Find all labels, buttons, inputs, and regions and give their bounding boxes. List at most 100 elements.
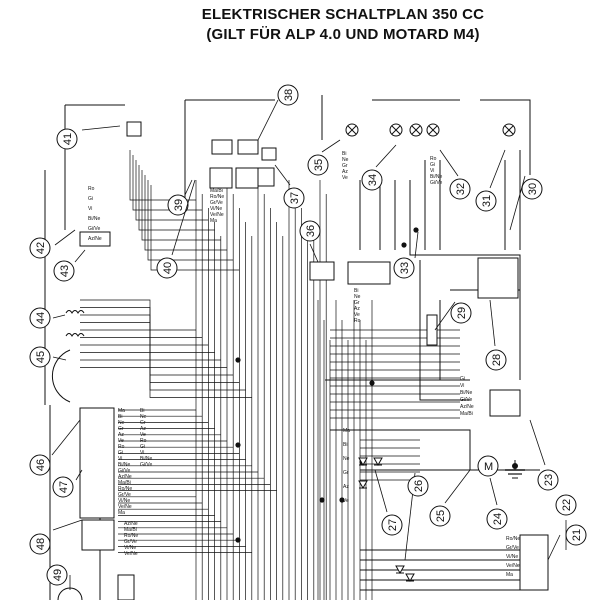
wire-color-label: Ne [118,420,125,426]
wire-color-label: Ve [343,498,349,504]
callout-leader [274,164,291,186]
callout-leader [52,314,66,319]
fuse-box [126,121,142,137]
connector-block [79,231,111,247]
wire-color-label: Gi [460,376,465,382]
callout-number: 49 [52,569,64,581]
wire-color-label: Gi [430,162,435,168]
callout-leader [52,519,83,531]
callout-number: 35 [313,159,325,171]
wire-color-label: Ma/Bi [124,527,137,533]
wire-color-label: Ve/Ne [506,563,520,569]
wire-color-label: Ve/Ne [210,212,224,218]
wire-color-label: Vi [88,206,92,212]
callout-circle [381,514,403,536]
wire-color-label: Az [342,169,348,175]
wire-color-label: Ve/Ne [124,551,138,557]
wire-color-label: Ro [118,444,125,450]
wire-color-label: Ma/Bi [118,480,131,486]
connector-block [257,167,275,187]
wire-color-label: Az/Ne [124,521,138,527]
callout-circle [429,505,451,527]
callout-leader [52,356,67,361]
wire-color-label: Ve/Ne [118,504,132,510]
wire-color-label: Gi/Ve [430,180,442,186]
callout-leader [489,299,496,347]
callout-leader [75,469,83,481]
callout-circle [299,220,321,242]
wire-color-label: Vi/Ne [506,554,518,560]
branch-wire [150,185,240,271]
callout-number: 36 [305,225,317,237]
wire-color-label: Ne [342,157,349,163]
callout-leader [529,419,546,466]
wire-color-label: Gi [88,196,93,202]
wire-color-label: Gr/Ve [210,200,223,206]
callout-leader [375,144,397,168]
wire-color-label: Bi [343,442,347,448]
callout-circle [486,508,508,530]
callout-leader [171,179,196,256]
wire-color-label: Az/Ne [460,404,474,410]
callout-leader [414,231,419,259]
callout-leader [309,243,319,263]
wire-color-label: Az [354,306,360,312]
diode [358,457,368,467]
wire-color-label: Gr [342,163,348,169]
callout-number: 21 [571,529,583,541]
callout-number: 37 [289,192,301,204]
component-layer: M [51,121,549,600]
callout-circle [450,302,472,324]
wire-color-label: Bi/Ne [140,456,152,462]
callout-circle [29,237,51,259]
wire-color-label: Ro [140,438,147,444]
wire-color-label: Bi/Ne [118,462,130,468]
junction-dot [369,380,375,386]
wire-color-label: Az [118,432,124,438]
branch-wire [135,160,209,221]
branch-wire [480,99,531,175]
junction-dot [235,442,241,448]
wire-color-label: Ve [354,312,360,318]
callout-circle [361,169,383,191]
starter-motor-label: M [484,461,493,473]
callout-number: 24 [492,513,504,525]
callout-circle [537,469,559,491]
callout-circle [555,494,577,516]
callout-number: 29 [456,307,468,319]
callout-circle [156,257,178,279]
connector-block [117,574,135,600]
fuse-element [426,314,438,346]
callout-number: 40 [162,262,174,274]
wire-color-label: Ma [210,218,217,224]
wire-color-label: Az [140,426,146,432]
wire-color-label: Ro [430,156,437,162]
callout-circle [521,178,543,200]
callout-number: 22 [561,499,573,511]
wire-color-label: Ma/Bi [210,188,223,194]
junction-dot [339,497,345,503]
wire-color-label: Ro/Ne [118,486,132,492]
callout-number: 41 [62,133,74,145]
diode [358,480,368,490]
callout-number: 47 [58,481,70,493]
wire-color-label: Bi/Ne [430,174,442,180]
callout-leader [51,419,81,456]
wire-color-label: Ma [506,572,513,578]
junction-dot [235,537,241,543]
regulator-block [519,534,549,591]
callout-circle [46,564,68,586]
diode [405,573,415,583]
lamp-x2 [504,125,514,135]
wire-color-label: Az/Ne [118,474,132,480]
wire-color-label: Gr/Ve [506,545,519,551]
wire-color-label: Gr [354,300,360,306]
coil [65,310,85,314]
branch-wire [450,289,521,380]
lamp-x2 [391,125,401,135]
callout-circle [449,178,471,200]
callout-leader [489,477,498,506]
callout-number: 30 [527,183,539,195]
wire-color-label: Ve [118,438,124,444]
